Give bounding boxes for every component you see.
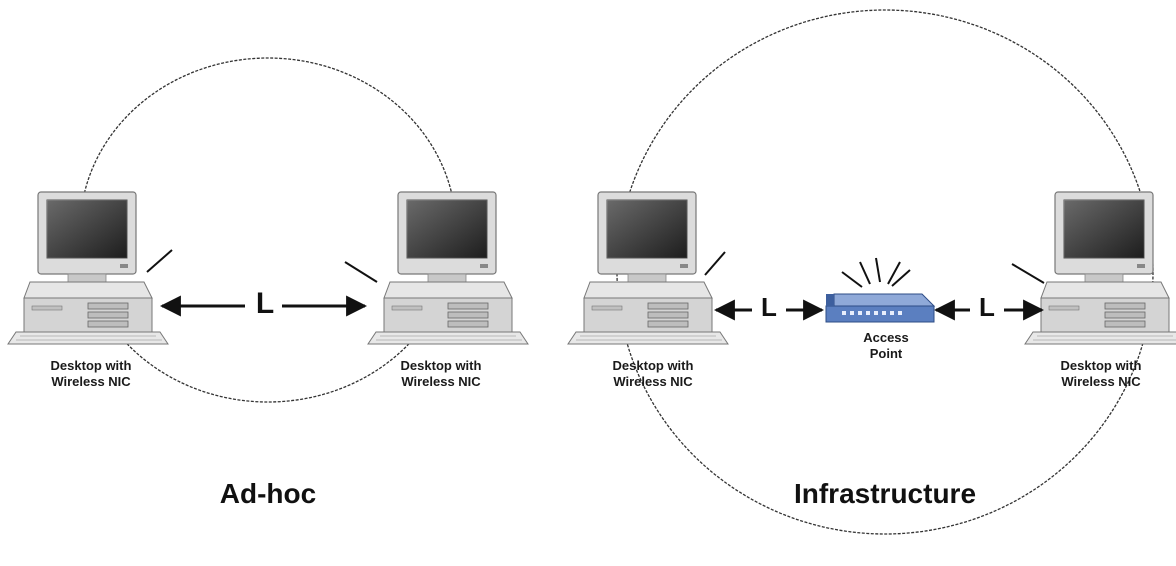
adhoc-link-label: L bbox=[255, 287, 275, 320]
adhoc-left-desktop-icon bbox=[7, 191, 169, 345]
infra-right-caption: Desktop with Wireless NIC bbox=[1026, 358, 1176, 389]
caption-line-1: Desktop with bbox=[1060, 358, 1142, 373]
caption-line-1: Desktop with bbox=[50, 358, 132, 373]
infra-left-caption: Desktop with Wireless NIC bbox=[578, 358, 728, 389]
caption-line-2: Point bbox=[869, 345, 903, 361]
caption-line-1: Desktop with bbox=[400, 358, 482, 373]
caption-line-2: Wireless NIC bbox=[1061, 373, 1141, 389]
caption-line-2: Wireless NIC bbox=[51, 373, 131, 389]
access-point-icon bbox=[825, 257, 936, 323]
adhoc-right-caption: Desktop with Wireless NIC bbox=[366, 358, 516, 389]
infrastructure-title: Infrastructure bbox=[793, 478, 977, 509]
adhoc-right-desktop-icon bbox=[367, 191, 529, 345]
caption-line-1: Access bbox=[863, 330, 909, 345]
caption-line-2: Wireless NIC bbox=[613, 373, 693, 389]
infra-right-desktop-icon bbox=[1024, 191, 1176, 345]
caption-line-1: Desktop with bbox=[612, 358, 694, 373]
caption-line-2: Wireless NIC bbox=[401, 373, 481, 389]
infra-left-link-label: L bbox=[761, 292, 777, 322]
access-point-caption: Access Point bbox=[836, 330, 936, 361]
adhoc-left-caption: Desktop with Wireless NIC bbox=[16, 358, 166, 389]
infra-right-link-label: L bbox=[979, 292, 995, 322]
adhoc-title: Ad-hoc bbox=[219, 478, 317, 509]
infra-left-desktop-icon bbox=[567, 191, 729, 345]
signal-ticks bbox=[146, 249, 1045, 284]
